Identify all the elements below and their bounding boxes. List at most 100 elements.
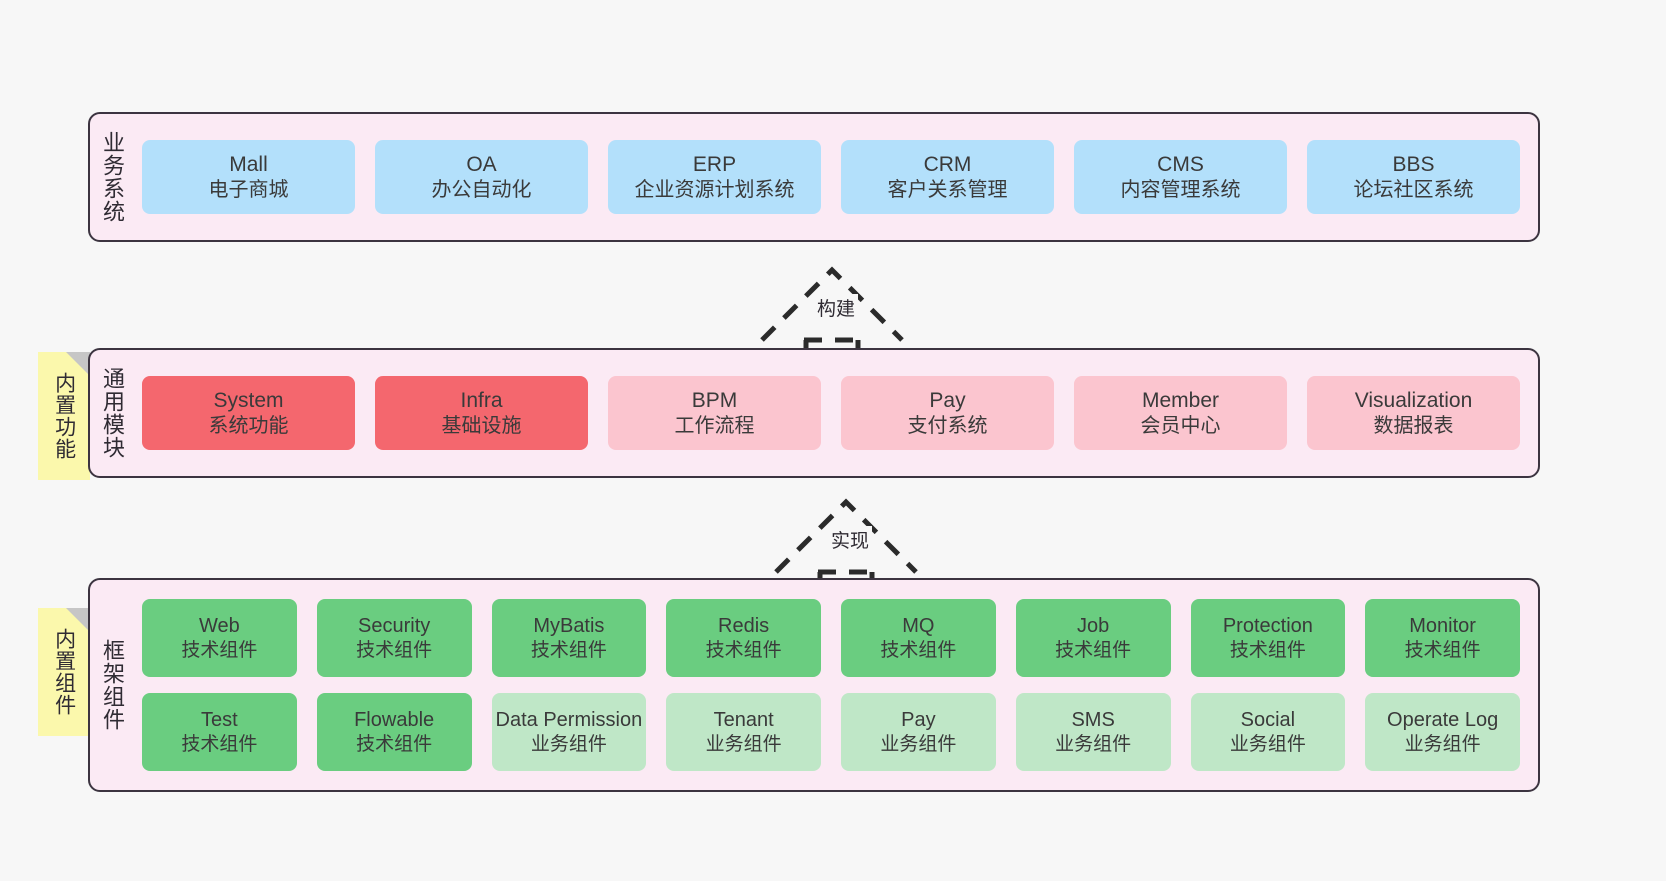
node-monitor[interactable]: Monitor 技术组件 xyxy=(1365,599,1520,677)
node-subtitle: 业务组件 xyxy=(1229,733,1306,755)
node-title: Security xyxy=(358,615,431,638)
node-pay[interactable]: Pay 支付系统 xyxy=(841,376,1054,450)
node-title: Mall xyxy=(229,153,268,176)
node-title: OA xyxy=(466,153,497,176)
node-title: MyBatis xyxy=(533,615,605,638)
node-subtitle: 技术组件 xyxy=(1229,639,1306,661)
node-title: Monitor xyxy=(1409,615,1476,638)
node-subtitle: 技术组件 xyxy=(1404,639,1481,661)
node-title: BBS xyxy=(1392,153,1435,176)
node-subtitle: 基础设施 xyxy=(441,414,522,437)
node-flowable[interactable]: Flowable 技术组件 xyxy=(316,693,472,771)
layer-framework-component: 框架组件 Web 技术组件 Security 技术组件 MyBatis 技术组件… xyxy=(88,578,1540,792)
node-subtitle: 业务组件 xyxy=(705,733,782,755)
node-bpm[interactable]: BPM 工作流程 xyxy=(608,376,821,450)
node-subtitle: 技术组件 xyxy=(705,639,782,661)
node-title: Web xyxy=(198,615,240,638)
node-subtitle: 数据报表 xyxy=(1373,414,1454,437)
node-title: Flowable xyxy=(354,709,435,732)
node-title: Social xyxy=(1240,709,1296,732)
node-subtitle: 业务组件 xyxy=(1404,733,1481,755)
node-protection[interactable]: Protection 技术组件 xyxy=(1190,599,1346,677)
node-title: Infra xyxy=(460,389,503,412)
node-pay-business[interactable]: Pay 业务组件 xyxy=(841,693,996,771)
node-test[interactable]: Test 技术组件 xyxy=(142,693,297,771)
node-subtitle: 企业资源计划系统 xyxy=(634,178,795,201)
node-bbs[interactable]: BBS 论坛社区系统 xyxy=(1307,140,1520,214)
node-title: Test xyxy=(201,709,238,732)
node-data-permission[interactable]: Data Permission 业务组件 xyxy=(491,693,647,771)
node-subtitle: 业务组件 xyxy=(530,733,607,755)
node-subtitle: 技术组件 xyxy=(356,639,433,661)
note-fold-corner-icon xyxy=(66,352,90,376)
node-sms[interactable]: SMS 业务组件 xyxy=(1015,693,1171,771)
node-subtitle: 技术组件 xyxy=(880,639,957,661)
node-title: CRM xyxy=(923,153,972,176)
node-job[interactable]: Job 技术组件 xyxy=(1015,599,1171,677)
node-title: Data Permission xyxy=(495,709,643,732)
node-subtitle: 业务组件 xyxy=(1055,733,1132,755)
node-oa[interactable]: OA 办公自动化 xyxy=(375,140,588,214)
layer-row: Test 技术组件 Flowable 技术组件 Data Permission … xyxy=(142,693,1520,771)
node-subtitle: 客户关系管理 xyxy=(887,178,1008,201)
node-social[interactable]: Social 业务组件 xyxy=(1190,693,1346,771)
node-subtitle: 技术组件 xyxy=(356,733,433,755)
node-security[interactable]: Security 技术组件 xyxy=(316,599,472,677)
node-tenant[interactable]: Tenant 业务组件 xyxy=(666,693,821,771)
layer-title-common-module: 通用模块 xyxy=(99,367,125,459)
node-subtitle: 论坛社区系统 xyxy=(1353,178,1474,201)
sticky-note-builtin-component: 内置组件 xyxy=(38,608,90,736)
node-member[interactable]: Member 会员中心 xyxy=(1074,376,1287,450)
layer-body-common-module: System 系统功能 Infra 基础设施 BPM 工作流程 Pay 支付系统… xyxy=(134,350,1538,476)
node-system[interactable]: System 系统功能 xyxy=(142,376,355,450)
node-title: Member xyxy=(1141,389,1220,412)
node-title: MQ xyxy=(902,615,935,638)
sticky-note-builtin-function: 内置功能 xyxy=(38,352,90,480)
layer-row: Web 技术组件 Security 技术组件 MyBatis 技术组件 Redi… xyxy=(142,599,1520,677)
layer-row: System 系统功能 Infra 基础设施 BPM 工作流程 Pay 支付系统… xyxy=(142,376,1520,450)
node-title: Pay xyxy=(901,709,936,732)
note-fold-corner-icon xyxy=(66,608,90,632)
layer-business-system: 业务系统 Mall 电子商城 OA 办公自动化 ERP 企业资源计划系统 CRM… xyxy=(88,112,1540,242)
node-title: Redis xyxy=(718,615,770,638)
node-subtitle: 工作流程 xyxy=(674,414,755,437)
node-redis[interactable]: Redis 技术组件 xyxy=(666,599,821,677)
node-mybatis[interactable]: MyBatis 技术组件 xyxy=(491,599,647,677)
sticky-note-label: 内置组件 xyxy=(52,628,76,716)
layer-title-business-system: 业务系统 xyxy=(99,131,125,223)
node-title: Protection xyxy=(1222,615,1313,638)
node-subtitle: 技术组件 xyxy=(181,639,258,661)
node-subtitle: 内容管理系统 xyxy=(1120,178,1241,201)
node-subtitle: 技术组件 xyxy=(1055,639,1132,661)
node-title: Pay xyxy=(929,389,966,412)
node-infra[interactable]: Infra 基础设施 xyxy=(375,376,588,450)
node-title: Job xyxy=(1077,615,1110,638)
arrow-build-label: 构建 xyxy=(814,294,859,321)
node-crm[interactable]: CRM 客户关系管理 xyxy=(841,140,1054,214)
node-operate-log[interactable]: Operate Log 业务组件 xyxy=(1365,693,1520,771)
node-title: Tenant xyxy=(713,709,774,732)
node-subtitle: 电子商城 xyxy=(208,178,289,201)
node-subtitle: 业务组件 xyxy=(880,733,957,755)
node-title: SMS xyxy=(1071,709,1115,732)
sticky-note-label: 内置功能 xyxy=(52,372,76,460)
node-title: Visualization xyxy=(1354,389,1473,412)
node-mall[interactable]: Mall 电子商城 xyxy=(142,140,355,214)
arrow-implement: 实现 xyxy=(766,490,926,582)
node-subtitle: 技术组件 xyxy=(181,733,258,755)
node-web[interactable]: Web 技术组件 xyxy=(142,599,297,677)
node-subtitle: 办公自动化 xyxy=(431,178,532,201)
node-mq[interactable]: MQ 技术组件 xyxy=(841,599,996,677)
node-cms[interactable]: CMS 内容管理系统 xyxy=(1074,140,1287,214)
layer-body-framework-component: Web 技术组件 Security 技术组件 MyBatis 技术组件 Redi… xyxy=(134,580,1538,790)
node-title: CMS xyxy=(1157,153,1204,176)
arrow-build: 构建 xyxy=(752,258,912,350)
node-title: BPM xyxy=(691,389,738,412)
node-subtitle: 支付系统 xyxy=(907,414,988,437)
node-subtitle: 会员中心 xyxy=(1140,414,1221,437)
node-title: ERP xyxy=(692,153,737,176)
layer-title-framework-component: 框架组件 xyxy=(99,639,125,731)
node-erp[interactable]: ERP 企业资源计划系统 xyxy=(608,140,821,214)
node-visualization[interactable]: Visualization 数据报表 xyxy=(1307,376,1520,450)
